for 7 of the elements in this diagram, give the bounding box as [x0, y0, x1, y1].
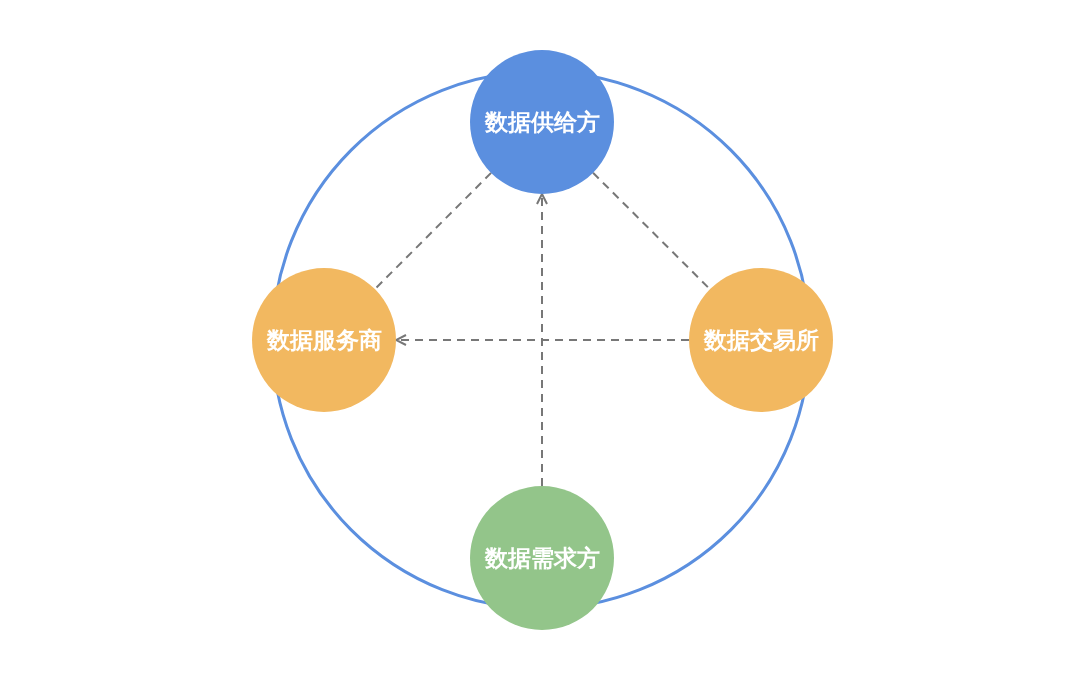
- dashed-line: [373, 171, 493, 291]
- node-label: 数据需求方: [484, 543, 600, 573]
- node-label: 数据服务商: [266, 325, 382, 355]
- dashed-arrow: [536, 193, 548, 487]
- node-label: 数据供给方: [484, 107, 600, 137]
- dashed-arrow: [395, 334, 690, 346]
- node-label: 数据交易所: [703, 325, 819, 355]
